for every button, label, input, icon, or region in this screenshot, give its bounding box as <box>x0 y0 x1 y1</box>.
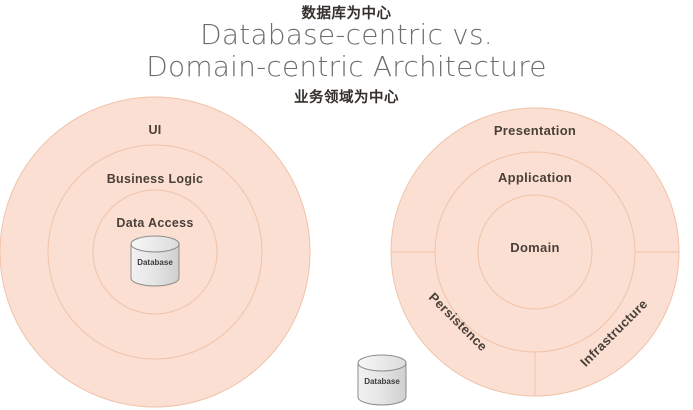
database-label: Database <box>364 377 400 386</box>
cylinder-body <box>357 362 407 406</box>
database-cylinder-bottom: Database <box>357 354 407 406</box>
ring-label-ui: UI <box>148 123 161 137</box>
cylinder-body <box>130 243 180 287</box>
cylinder-top <box>130 235 180 253</box>
ring-label-data-access: Data Access <box>116 216 193 230</box>
cylinder-top <box>357 354 407 372</box>
ring-label-domain: Domain <box>510 240 559 255</box>
right-architecture-circles: Presentation Application Domain Persiste… <box>390 107 680 397</box>
left-architecture-circles: UI Business Logic Data Access Database <box>0 96 311 408</box>
database-cylinder-left: Database <box>130 235 180 287</box>
database-label: Database <box>137 258 173 267</box>
ring-label-presentation: Presentation <box>494 123 576 138</box>
ring-label-application: Application <box>498 170 572 185</box>
ring-domain <box>477 194 593 310</box>
ring-label-business-logic: Business Logic <box>107 172 204 186</box>
